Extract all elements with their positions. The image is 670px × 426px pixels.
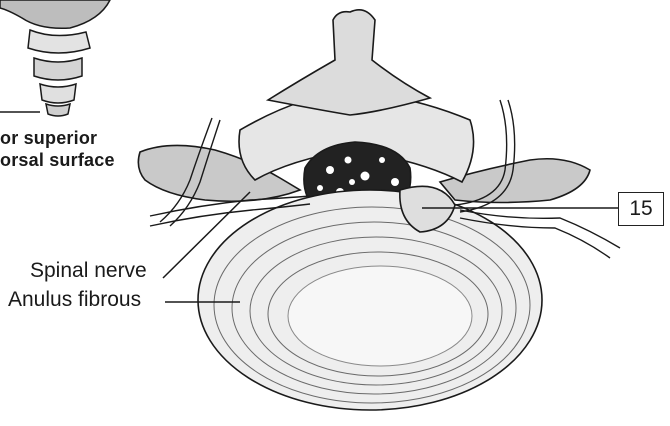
caption-line-2: orsal surface (0, 150, 115, 171)
callout-number-box: 15 (618, 192, 664, 226)
label-spinal-nerve: Spinal nerve (30, 259, 147, 283)
label-anulus-fibrous: Anulus fibrous (8, 288, 141, 312)
spinous-process (268, 10, 430, 115)
nucleus-pulposus (288, 266, 472, 366)
vertebra (138, 10, 590, 410)
sacrum-sketch (0, 0, 110, 116)
caption-line-1: or superior (0, 128, 97, 149)
